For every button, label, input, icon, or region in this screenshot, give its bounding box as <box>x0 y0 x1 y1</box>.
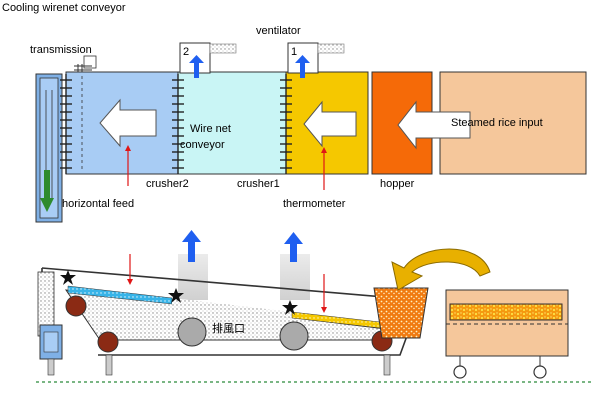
crusher1-label: crusher1 <box>237 178 280 190</box>
roller-grey <box>177 317 207 347</box>
motor-box-panel <box>43 331 59 353</box>
ventilator-1: 1 <box>287 42 345 74</box>
horizontal-feed-label: horizontal feed <box>62 198 134 210</box>
exhaust-up-arrow-icon <box>189 55 204 78</box>
conveyor-label: conveyor <box>180 139 225 151</box>
flow-arrow-yellow-icon <box>303 100 357 148</box>
steamed-rice-input-label: Steamed rice input <box>451 117 543 129</box>
diagram-title: Cooling wirenet conveyor <box>2 2 126 14</box>
crusher2-comb <box>172 74 184 174</box>
frame-leg <box>105 354 113 376</box>
roller-grey <box>279 321 309 351</box>
thermometer-label: thermometer <box>283 198 346 210</box>
ventilator-label: ventilator <box>256 25 301 37</box>
ventilator-number-2: 2 <box>183 46 189 58</box>
exhaust-up-arrow-icon <box>182 230 201 262</box>
hopper-bin <box>373 287 429 339</box>
crusher-star-icon <box>282 300 298 315</box>
wire-net-zone <box>177 71 287 175</box>
crusher-comb-left <box>60 74 72 174</box>
frame-leg <box>47 358 55 376</box>
flow-arrow-blue-icon <box>99 98 157 148</box>
horizontal-feed-arrow-icon <box>40 170 54 212</box>
product-bed-dotted <box>172 298 292 318</box>
flow-arrow-input-icon <box>397 100 471 150</box>
wire-net-label: Wire net <box>190 123 231 135</box>
frame-leg <box>383 354 391 376</box>
exhaust-up-arrow-icon <box>284 232 303 262</box>
ventilator-2: 2 <box>179 42 237 74</box>
transfer-arrow-icon <box>391 248 491 291</box>
roller-brown <box>65 295 87 317</box>
crusher1-comb <box>280 74 292 174</box>
crusher-star-icon <box>60 270 76 285</box>
exhaust-up-arrow-icon <box>295 55 310 78</box>
roller-brown <box>97 331 119 353</box>
transmission-label: transmission <box>30 44 92 56</box>
steamer-cart <box>445 289 569 379</box>
crusher2-label: crusher2 <box>146 178 189 190</box>
hopper-label: hopper <box>380 178 415 190</box>
crusher-star-icon <box>168 288 184 303</box>
transmission-icon <box>74 55 97 72</box>
ventilator-number-1: 1 <box>291 46 297 58</box>
exhaust-port-label: 排風口 <box>212 321 245 335</box>
